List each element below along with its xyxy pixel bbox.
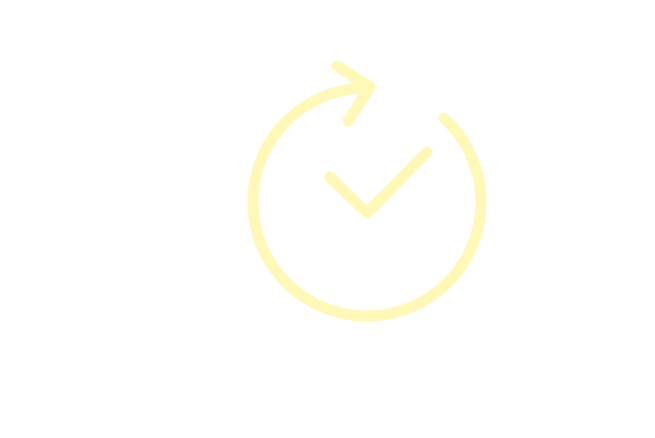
circular-arrow-ring	[247, 82, 487, 322]
arrow-head	[331, 60, 376, 127]
check-mark	[324, 146, 433, 219]
